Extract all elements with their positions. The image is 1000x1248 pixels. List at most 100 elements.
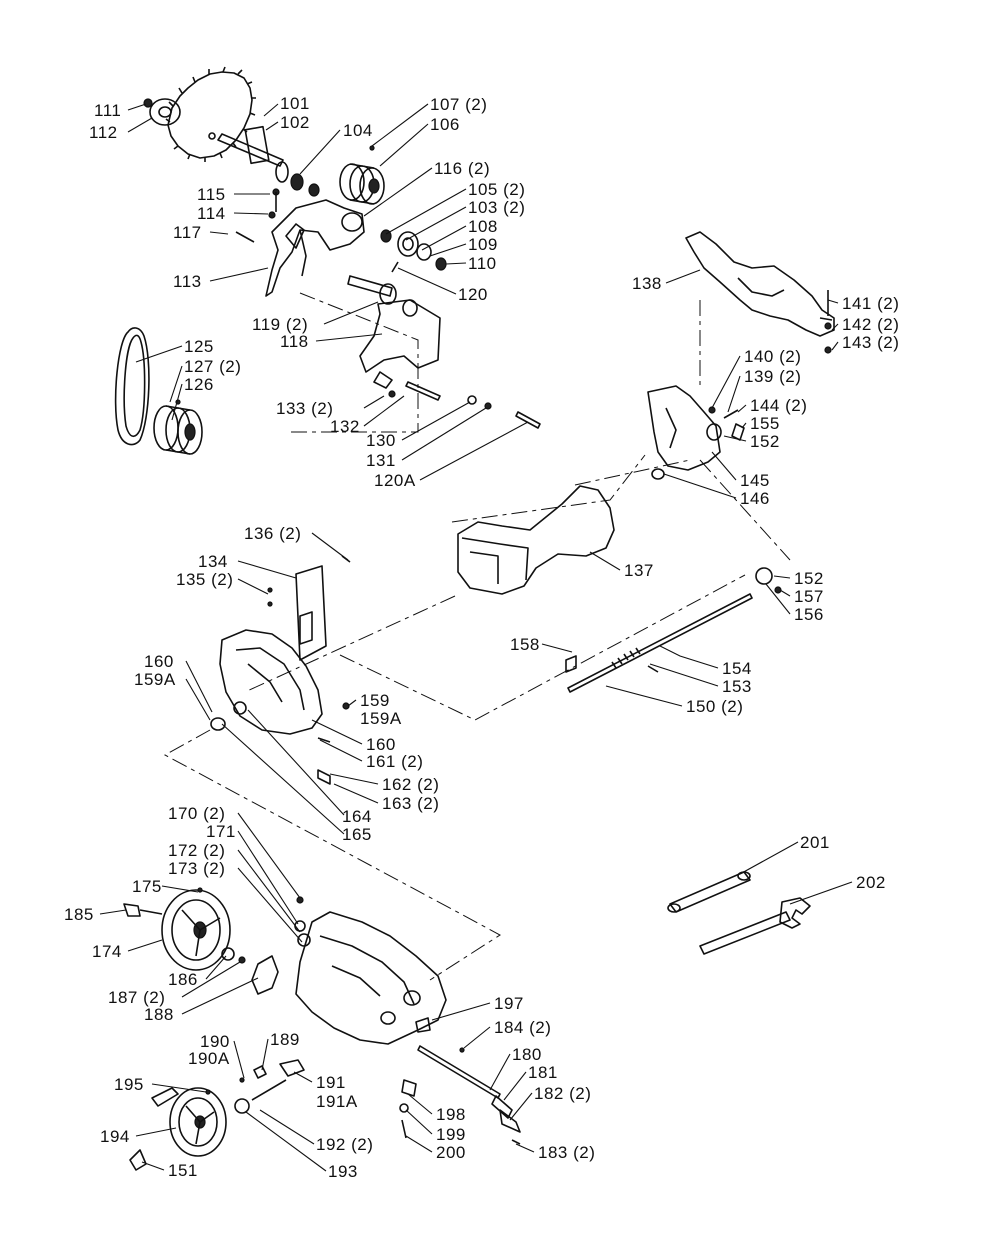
callout-185: 185 bbox=[64, 905, 94, 924]
callout-162: 162 (2) bbox=[382, 775, 439, 794]
arbor-flange bbox=[143, 98, 181, 126]
callout-130: 130 bbox=[366, 431, 396, 450]
callout-134: 134 bbox=[198, 552, 228, 571]
trunnion-shaft-118 bbox=[347, 261, 541, 429]
callout-174: 174 bbox=[92, 942, 122, 961]
callout-156: 156 bbox=[794, 605, 824, 624]
callout-103: 103 (2) bbox=[468, 198, 525, 217]
callout-193: 193 bbox=[328, 1162, 358, 1181]
callout-119: 119 (2) bbox=[252, 315, 308, 334]
motor-pulley-126 bbox=[153, 399, 203, 455]
arbor-shaft bbox=[217, 125, 320, 197]
callout-140: 140 (2) bbox=[744, 347, 801, 366]
callout-172: 172 (2) bbox=[168, 841, 225, 860]
callout-136: 136 (2) bbox=[244, 524, 301, 543]
trunnion-assembly-134 bbox=[210, 555, 351, 785]
callout-190: 190 bbox=[200, 1032, 230, 1051]
callout-171: 171 bbox=[206, 822, 236, 841]
callout-192: 192 (2) bbox=[316, 1135, 373, 1154]
callout-157: 157 bbox=[794, 587, 824, 606]
arbor-pulley-107 bbox=[339, 145, 385, 205]
callout-105: 105 (2) bbox=[468, 180, 525, 199]
callout-159a-left: 159A bbox=[134, 670, 176, 689]
callout-102: 102 bbox=[280, 113, 310, 132]
callout-120a: 120A bbox=[374, 471, 416, 490]
callout-165: 165 bbox=[342, 825, 372, 844]
callout-194: 194 bbox=[100, 1127, 130, 1146]
callout-184: 184 (2) bbox=[494, 1018, 551, 1037]
callout-182: 182 (2) bbox=[534, 1084, 591, 1103]
trunnion-138 bbox=[685, 231, 835, 354]
trunnion-bracket-145 bbox=[647, 385, 745, 480]
callout-126: 126 bbox=[184, 375, 214, 394]
callout-198: 198 bbox=[436, 1105, 466, 1124]
callout-142: 142 (2) bbox=[842, 315, 899, 334]
callout-201: 201 bbox=[800, 833, 830, 852]
callout-117: 117 bbox=[173, 223, 202, 242]
callout-107: 107 (2) bbox=[430, 95, 487, 114]
callout-180: 180 bbox=[512, 1045, 542, 1064]
callout-159a-right: 159A bbox=[360, 709, 402, 728]
arbor-bracket-113 bbox=[265, 199, 365, 297]
callout-106: 106 bbox=[430, 115, 460, 134]
callout-175: 175 bbox=[132, 877, 162, 896]
callout-191: 191 bbox=[316, 1073, 346, 1092]
callout-135: 135 (2) bbox=[176, 570, 233, 589]
callout-145: 145 bbox=[740, 471, 770, 490]
handwheel-194 bbox=[129, 1079, 287, 1171]
callout-138: 138 bbox=[632, 274, 662, 293]
callout-152b: 152 bbox=[794, 569, 824, 588]
callout-127: 127 (2) bbox=[184, 357, 241, 376]
callout-116: 116 (2) bbox=[434, 159, 490, 178]
callout-143: 143 (2) bbox=[842, 333, 899, 352]
callout-110: 110 bbox=[468, 254, 497, 273]
callout-187: 187 (2) bbox=[108, 988, 165, 1007]
callout-125: 125 bbox=[184, 337, 214, 356]
callout-155: 155 bbox=[750, 414, 780, 433]
wrench-201 bbox=[667, 871, 751, 913]
callout-115: 115 bbox=[197, 185, 226, 204]
callout-112: 112 bbox=[89, 123, 118, 142]
callout-161: 161 (2) bbox=[366, 752, 423, 771]
callout-181: 181 bbox=[528, 1063, 558, 1082]
callout-160a: 160 bbox=[144, 652, 174, 671]
callout-200: 200 bbox=[436, 1143, 466, 1162]
callout-199: 199 bbox=[436, 1125, 466, 1144]
callout-152a: 152 bbox=[750, 432, 780, 451]
callout-153: 153 bbox=[722, 677, 752, 696]
callout-154: 154 bbox=[722, 659, 752, 678]
wrench-202 bbox=[699, 897, 811, 955]
callout-104: 104 bbox=[343, 121, 373, 140]
leader-lines bbox=[99, 103, 853, 1172]
callout-101: 101 bbox=[280, 94, 310, 113]
callout-191a: 191A bbox=[316, 1092, 358, 1111]
callout-131: 131 bbox=[366, 451, 396, 470]
callout-144: 144 (2) bbox=[750, 396, 807, 415]
callout-160b: 160 bbox=[366, 735, 396, 754]
callout-163: 163 (2) bbox=[382, 794, 439, 813]
callout-159: 159 bbox=[360, 691, 390, 710]
callout-190a: 190A bbox=[188, 1049, 230, 1068]
callout-146: 146 bbox=[740, 489, 770, 508]
trunnion-137 bbox=[457, 485, 615, 595]
callout-139: 139 (2) bbox=[744, 367, 801, 386]
callout-202: 202 bbox=[856, 873, 886, 892]
callout-150: 150 (2) bbox=[686, 697, 743, 716]
callout-113: 113 bbox=[173, 272, 202, 291]
callout-137: 137 bbox=[624, 561, 654, 580]
leadscrew-154 bbox=[565, 567, 782, 693]
callout-151: 151 bbox=[168, 1161, 198, 1180]
assembly-dash-lines bbox=[163, 292, 791, 981]
callout-114: 114 bbox=[197, 204, 226, 223]
base-casting bbox=[294, 896, 447, 1045]
callout-188: 188 bbox=[144, 1005, 174, 1024]
callout-170: 170 (2) bbox=[168, 804, 225, 823]
callout-118: 118 bbox=[280, 332, 309, 351]
callout-108: 108 bbox=[468, 217, 498, 236]
bearings-and-washers bbox=[235, 188, 447, 271]
callout-186: 186 bbox=[168, 970, 198, 989]
callout-197: 197 bbox=[494, 994, 524, 1013]
callout-158: 158 bbox=[510, 635, 540, 654]
callout-120: 120 bbox=[458, 285, 488, 304]
